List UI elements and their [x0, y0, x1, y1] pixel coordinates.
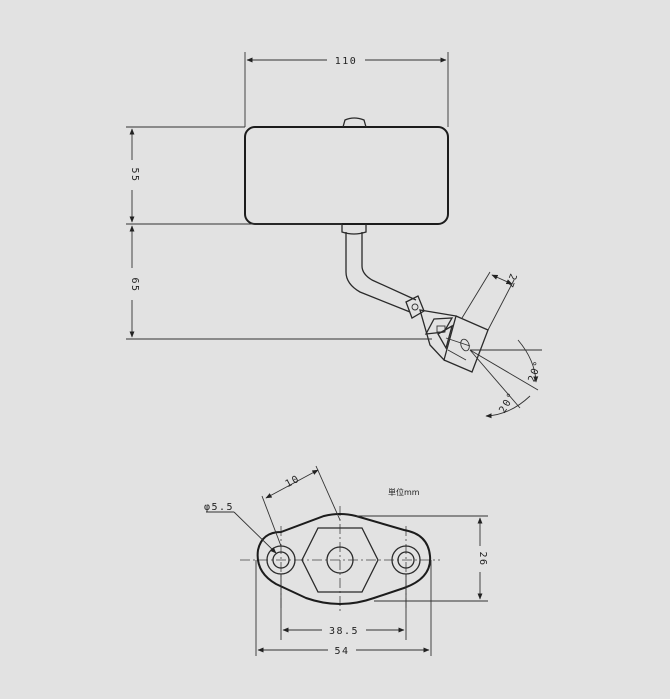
- mirror-neck: [341, 224, 367, 235]
- mount-clamp: [419, 309, 489, 373]
- dim-base-height-label: 26: [477, 551, 488, 566]
- base-plate: [256, 513, 432, 605]
- dim-angle-right-label: 20°: [527, 359, 545, 384]
- mirror-side-view: 110 55 65 27 20° 20°: [126, 52, 545, 419]
- dim-center-offset-label: 10: [284, 473, 302, 490]
- mirror-arm: [345, 232, 411, 313]
- left-hole-inner: [272, 551, 290, 569]
- hex-nut: [301, 527, 379, 593]
- dim-hole-dia-label: φ5.5: [204, 502, 234, 513]
- dim-height-upper-label: 55: [129, 167, 140, 182]
- center-hole: [326, 546, 354, 574]
- dim-hole-spacing-label: 38.5: [329, 626, 359, 637]
- mirror-top-knob: [342, 117, 367, 128]
- dim-width-label: 110: [335, 56, 358, 67]
- right-hole-inner: [397, 551, 415, 569]
- dim-height-lower-label: 65: [129, 277, 140, 292]
- mirror-head: [244, 126, 449, 225]
- mount-base-view: 単位mm φ5.5 10 26: [204, 465, 488, 657]
- dim-arm-offset-label: 27: [503, 272, 518, 290]
- unit-note: 単位mm: [388, 487, 420, 497]
- dim-base-width-label: 54: [334, 646, 349, 657]
